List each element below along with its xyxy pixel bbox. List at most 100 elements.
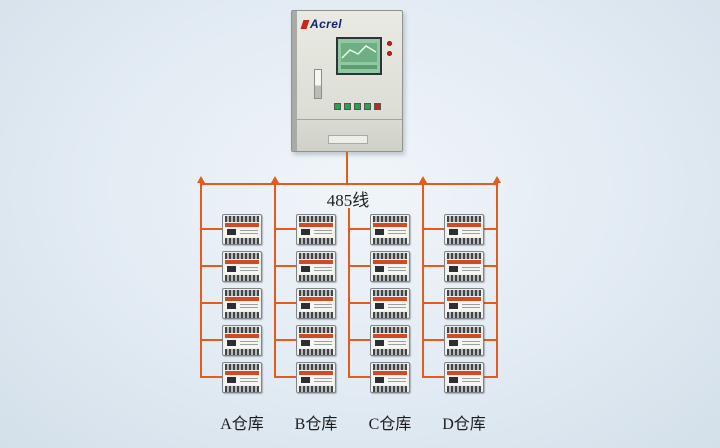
power-meter-module: [296, 251, 336, 282]
device-face: [299, 376, 333, 385]
terminal-strip-top: [299, 364, 333, 370]
red-led-icon: [387, 51, 392, 56]
terminal-strip-bottom: [299, 312, 333, 318]
power-meter-module: [296, 288, 336, 319]
device-accent-band: [225, 223, 259, 227]
device-face: [373, 228, 407, 237]
terminal-strip-top: [373, 364, 407, 370]
device-feed-stub: [422, 228, 444, 230]
device-display: [227, 266, 236, 272]
device-accent-band: [225, 260, 259, 264]
level-indicator: [314, 69, 322, 99]
power-meter-module: [222, 362, 262, 393]
device-display: [449, 229, 458, 235]
device-feed-stub: [274, 376, 296, 378]
device-feed-stub: [484, 302, 498, 304]
bus-drop-line: [496, 183, 498, 377]
device-label-lines: [462, 267, 480, 272]
device-face: [447, 228, 481, 237]
device-display: [449, 377, 458, 383]
device-accent-band: [447, 371, 481, 375]
terminal-strip-bottom: [225, 312, 259, 318]
device-label-lines: [240, 378, 258, 383]
green-button-icon: [334, 103, 341, 110]
terminal-strip-bottom: [373, 312, 407, 318]
device-display: [375, 266, 384, 272]
device-label-lines: [388, 230, 406, 235]
device-feed-stub: [422, 302, 444, 304]
device-display: [227, 303, 236, 309]
device-accent-band: [373, 371, 407, 375]
bus-drop-line: [422, 183, 424, 377]
device-label-lines: [314, 341, 332, 346]
device-feed-stub: [200, 339, 222, 341]
device-accent-band: [373, 297, 407, 301]
bus-junction-arrow-icon: [197, 176, 205, 183]
power-meter-module: [222, 325, 262, 356]
bus-drop-line: [200, 183, 202, 377]
power-meter-module: [222, 288, 262, 319]
device-display: [227, 377, 236, 383]
brand-logo: Acrel: [300, 17, 342, 31]
device-label-lines: [240, 304, 258, 309]
terminal-strip-top: [299, 327, 333, 333]
device-accent-band: [299, 371, 333, 375]
device-label-lines: [388, 378, 406, 383]
device-accent-band: [299, 334, 333, 338]
terminal-strip-bottom: [447, 386, 481, 392]
device-feed-stub: [484, 376, 498, 378]
device-display: [301, 377, 310, 383]
rs485-bus-label: 485线: [326, 191, 370, 210]
device-feed-stub: [484, 339, 498, 341]
device-accent-band: [225, 297, 259, 301]
device-face: [299, 302, 333, 311]
device-face: [225, 228, 259, 237]
device-feed-stub: [348, 228, 370, 230]
power-meter-module: [444, 214, 484, 245]
device-face: [447, 265, 481, 274]
screen-chart: [338, 39, 380, 73]
device-display: [301, 266, 310, 272]
device-feed-stub: [200, 376, 222, 378]
device-face: [225, 339, 259, 348]
power-meter-module: [444, 288, 484, 319]
device-face: [447, 376, 481, 385]
device-accent-band: [447, 223, 481, 227]
terminal-strip-bottom: [225, 238, 259, 244]
device-display: [227, 340, 236, 346]
terminal-strip-bottom: [373, 349, 407, 355]
device-feed-stub: [274, 228, 296, 230]
device-label-lines: [314, 304, 332, 309]
device-display: [375, 229, 384, 235]
device-display: [301, 229, 310, 235]
cabinet-feed-line: [346, 152, 348, 183]
control-buttons: [334, 103, 381, 110]
monitoring-cabinet: Acrel: [291, 10, 403, 152]
power-meter-module: [296, 362, 336, 393]
terminal-strip-top: [373, 290, 407, 296]
device-feed-stub: [348, 302, 370, 304]
cabinet-door-seam: [297, 119, 402, 120]
device-feed-stub: [484, 265, 498, 267]
terminal-strip-top: [447, 216, 481, 222]
power-meter-module: [222, 251, 262, 282]
device-display: [375, 340, 384, 346]
device-face: [447, 302, 481, 311]
device-feed-stub: [348, 376, 370, 378]
power-meter-module: [370, 214, 410, 245]
terminal-strip-top: [447, 364, 481, 370]
warehouse-label: C仓库: [368, 416, 412, 433]
green-button-icon: [364, 103, 371, 110]
power-meter-module: [370, 251, 410, 282]
lcd-screen: [336, 37, 382, 75]
device-label-lines: [462, 341, 480, 346]
device-accent-band: [373, 223, 407, 227]
terminal-strip-bottom: [299, 275, 333, 281]
terminal-strip-top: [225, 364, 259, 370]
red-led-icon: [387, 41, 392, 46]
device-feed-stub: [200, 265, 222, 267]
